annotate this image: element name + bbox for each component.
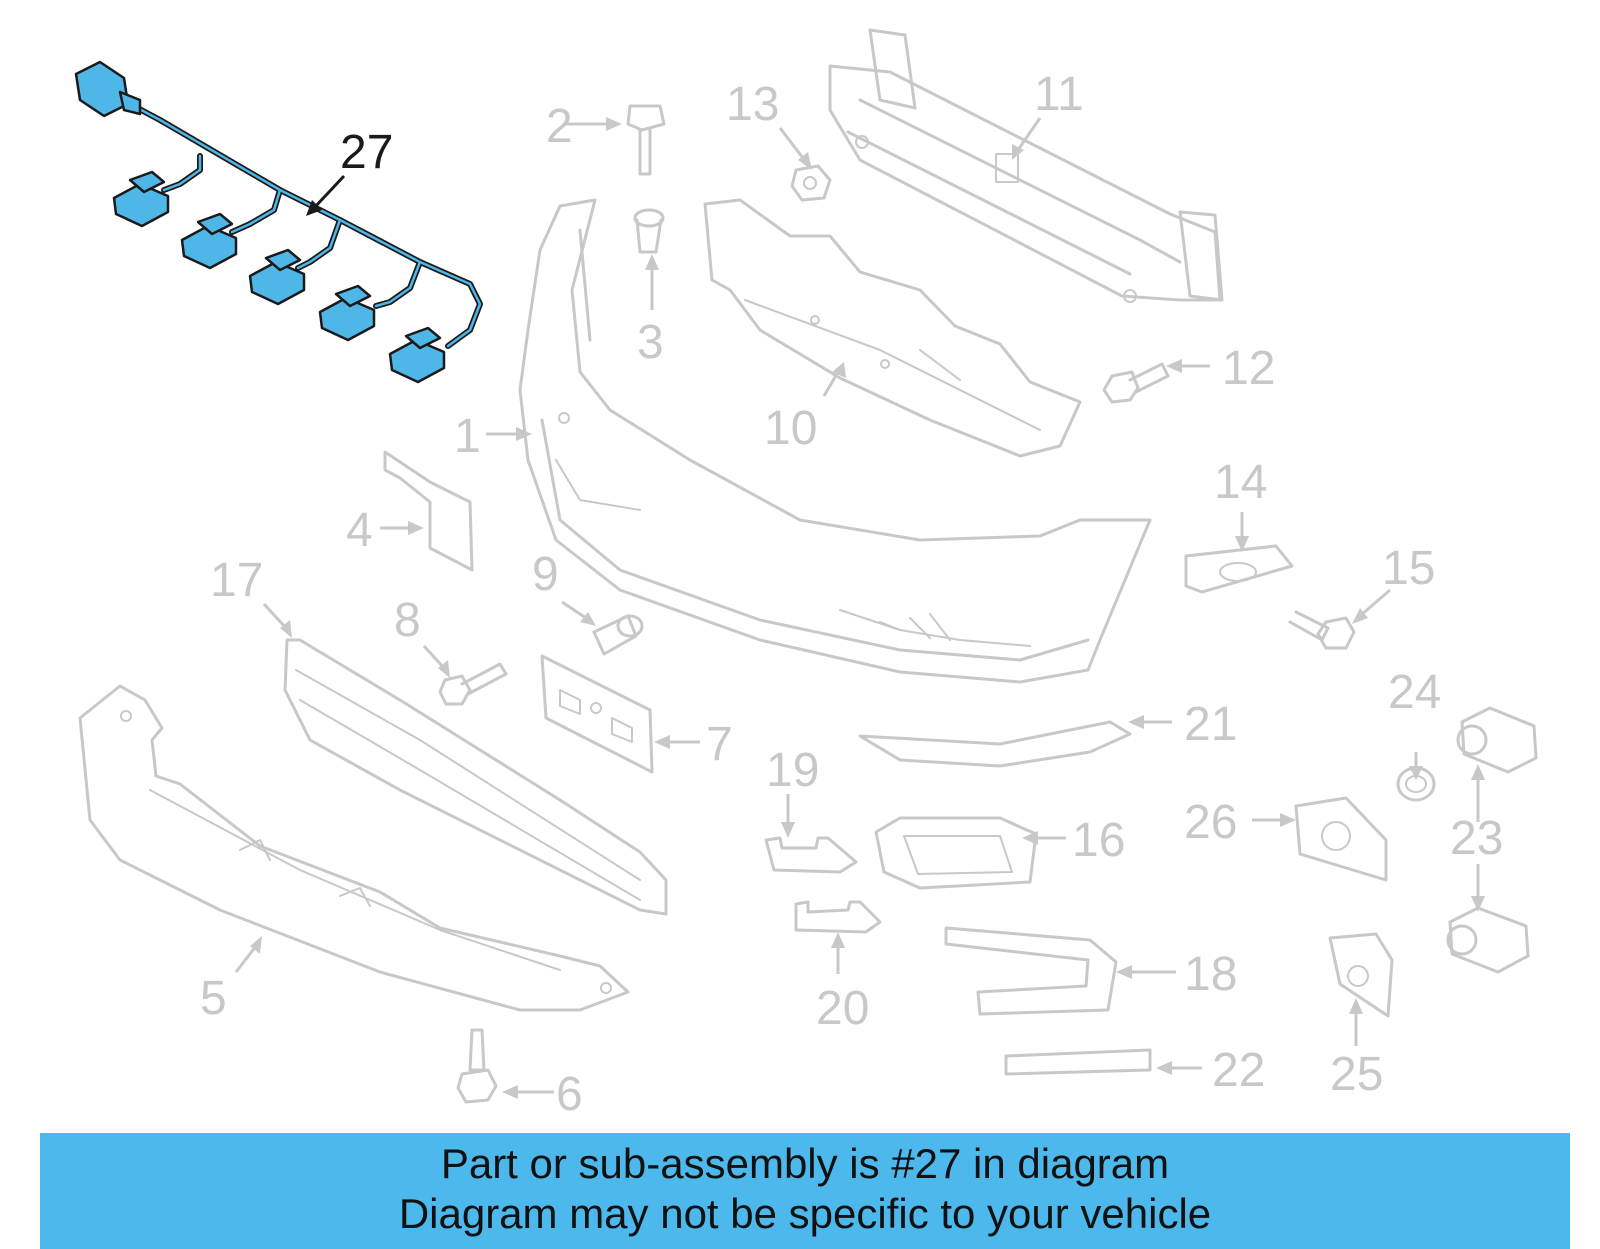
part-21-strip — [858, 720, 1132, 768]
part-27-wiring-harness — [74, 60, 483, 384]
callout-15: 15 — [1382, 542, 1435, 595]
callout-6: 6 — [556, 1068, 583, 1121]
callout-14: 14 — [1214, 456, 1267, 509]
callout-25: 25 — [1330, 1048, 1383, 1101]
callout-3: 3 — [637, 316, 664, 369]
callout-21: 21 — [1184, 698, 1237, 751]
callout-8: 8 — [394, 594, 421, 647]
part-6-bolt — [456, 1028, 498, 1104]
part-12-bolt — [1102, 362, 1170, 404]
callout-19: 19 — [766, 744, 819, 797]
part-5-lower-valance — [78, 684, 630, 1012]
callout-23: 23 — [1450, 812, 1503, 865]
harness-connector-4 — [318, 284, 376, 342]
harness-connector-5 — [388, 326, 446, 384]
part-4-bracket — [383, 450, 474, 572]
part-7-license-bracket — [540, 654, 654, 774]
callout-7: 7 — [706, 718, 733, 771]
callout-11: 11 — [1034, 68, 1084, 121]
callout-10: 10 — [764, 402, 817, 455]
part-2-bolt — [626, 104, 666, 176]
callout-27-highlighted: 27 — [340, 126, 393, 179]
part-19-clip — [764, 836, 858, 874]
harness-connector-3 — [248, 248, 306, 306]
part-23-sensor-lower — [1446, 906, 1530, 974]
callout-26: 26 — [1184, 796, 1237, 849]
part-10-energy-absorber — [703, 198, 1082, 458]
callout-5: 5 — [200, 972, 227, 1025]
part-17-grille — [283, 638, 668, 916]
part-1-bumper-cover — [518, 198, 1152, 684]
harness-connector-2 — [180, 212, 238, 270]
callout-1: 1 — [454, 410, 481, 463]
leader-lines — [234, 117, 1485, 1099]
part-25-sensor-bracket — [1328, 932, 1394, 1018]
part-11-bumper-reinforcement — [828, 28, 1224, 303]
callout-4: 4 — [346, 504, 373, 557]
part-9-clip — [592, 614, 644, 656]
part-20-clip — [794, 900, 882, 934]
harness-main-connector — [74, 60, 142, 118]
callout-22: 22 — [1212, 1044, 1265, 1097]
part-15-bolt — [1288, 610, 1356, 650]
callout-24: 24 — [1388, 666, 1441, 719]
callout-9: 9 — [532, 548, 559, 601]
banner-line-disclaimer: Diagram may not be specific to your vehi… — [398, 1190, 1212, 1237]
part-16-frame — [874, 816, 1038, 890]
harness-connector-1 — [112, 170, 170, 228]
callout-12: 12 — [1222, 342, 1275, 395]
callout-labels: 1 2 3 4 5 6 7 8 9 10 11 12 13 14 15 16 1… — [200, 68, 1503, 1121]
part-8-bolt — [438, 662, 508, 706]
callout-17: 17 — [210, 554, 263, 607]
callout-16: 16 — [1072, 814, 1125, 867]
callout-18: 18 — [1184, 948, 1237, 1001]
part-23-sensor-upper — [1456, 706, 1538, 774]
callout-2: 2 — [546, 100, 573, 153]
banner-line-part-number: Part or sub-assembly is #27 in diagram — [440, 1140, 1170, 1187]
part-13-nut — [790, 164, 832, 202]
part-18-bezel — [944, 926, 1118, 1016]
info-banner: Part or sub-assembly is #27 in diagram D… — [40, 1133, 1570, 1249]
callout-13: 13 — [726, 78, 779, 131]
part-26-sensor-bracket — [1294, 796, 1388, 882]
callout-20: 20 — [816, 982, 869, 1035]
part-14-trim — [1184, 544, 1294, 594]
part-3-clip — [633, 208, 665, 254]
part-22-strip — [1004, 1048, 1152, 1076]
